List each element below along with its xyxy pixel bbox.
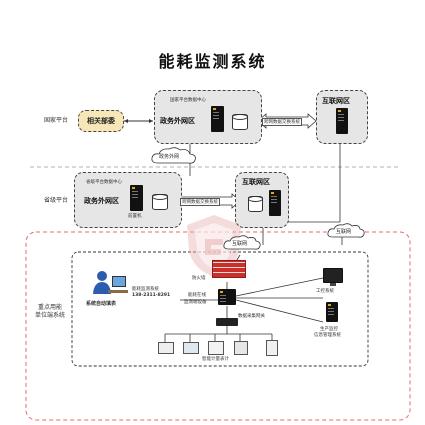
meter-icon (208, 341, 224, 355)
gateway-icon (216, 318, 238, 326)
tier-label-provincial: 省级平台 (43, 197, 68, 204)
monitoring-device-icon (218, 289, 236, 305)
production-label-line2: 信息管理系统 (314, 333, 341, 338)
database-icon (248, 196, 263, 212)
cloud-icon (327, 223, 365, 238)
phone-number: 138-2311-8291 (132, 293, 171, 298)
national-internet-zone-title: 互联网区 (322, 97, 350, 105)
database-icon (232, 114, 248, 130)
device-label-line1: 能耗在线 (188, 293, 206, 298)
national-exchange-label: 跨网数据交换系统 (262, 118, 302, 126)
tier-label-enterprise-line2: 单位端系统 (34, 312, 65, 319)
dept-box: 相关部委 (78, 110, 124, 132)
meter-icon (266, 340, 278, 356)
meter-icon (234, 341, 248, 355)
server-icon (326, 302, 338, 322)
meters-label: 智能计量表计 (202, 357, 229, 362)
gov-network-cloud-label: 政务外网 (159, 154, 180, 160)
cloud-icon (223, 235, 261, 250)
tier-label-enterprise-line1: 重点用能 (37, 304, 62, 311)
device-label-line2: 监测端设备 (184, 300, 207, 305)
server-icon (336, 108, 348, 134)
meter-icon (183, 342, 199, 354)
server-icon (211, 106, 224, 132)
server-icon (130, 185, 143, 211)
internet-cloud-label-2: 互联网 (336, 229, 352, 235)
internet-cloud-label-1: 互联网 (232, 241, 248, 247)
tier-label-national: 国家平台 (43, 117, 68, 124)
industrial-label: 工控系统 (316, 289, 334, 294)
provincial-internet-zone-title: 互联网区 (242, 178, 270, 186)
gateway-label: 数据采集网关 (238, 314, 265, 319)
diagram-title: 能耗监测系统 (158, 52, 267, 71)
production-label-line1: 生产监控 (320, 327, 338, 332)
monitor-icon (323, 268, 343, 286)
firewall-icon (212, 260, 246, 278)
firewall-label: 防火墙 (192, 276, 206, 281)
operator-icon (93, 271, 128, 294)
cloud-icon (151, 147, 196, 164)
auto-fill-label: 系统自动填表 (86, 301, 117, 307)
provincial-center-label: 省级平台数据中心 (86, 180, 122, 185)
database-icon (152, 194, 168, 210)
server-icon (269, 190, 281, 216)
front-machine-label: 前置机 (128, 214, 142, 219)
monitor-system-label: 能耗监测系统 (132, 287, 159, 292)
national-internet-zone (316, 90, 368, 144)
national-gov-zone-title: 政务外网区 (160, 117, 195, 125)
meter-icon (158, 342, 174, 354)
provincial-exchange-label: 跨网数据交换系统 (180, 198, 220, 206)
provincial-gov-zone-title: 政务外网区 (84, 197, 119, 205)
national-center-label: 国家平台数据中心 (170, 98, 206, 103)
